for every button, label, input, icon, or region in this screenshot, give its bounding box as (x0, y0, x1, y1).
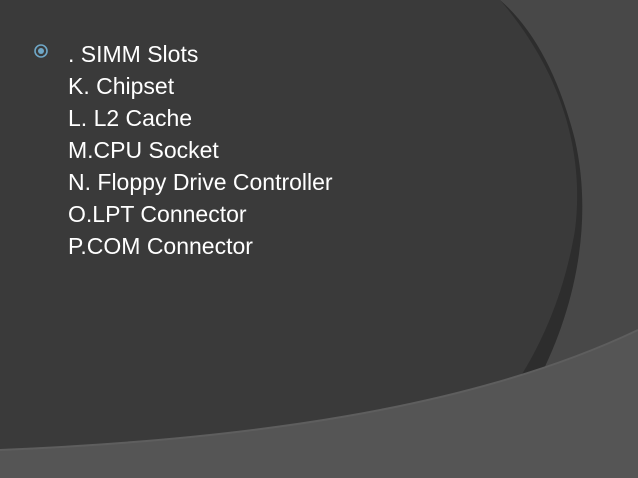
main-panel (0, 0, 578, 450)
list-item: L. L2 Cache (68, 105, 193, 131)
bottom-wedge (0, 330, 638, 478)
list-item: O.LPT Connector (68, 201, 247, 227)
bullet-text: . SIMM Slots K. Chipset L. L2 Cache M.CP… (68, 38, 588, 262)
circle-bullet-icon (34, 44, 48, 58)
list-item: . SIMM Slots (68, 41, 199, 67)
list-item: M.CPU Socket (68, 137, 219, 163)
wedge-highlight (0, 329, 638, 451)
list-item: P.COM Connector (68, 233, 253, 259)
list-item: K. Chipset (68, 73, 175, 99)
list-item: N. Floppy Drive Controller (68, 169, 333, 195)
